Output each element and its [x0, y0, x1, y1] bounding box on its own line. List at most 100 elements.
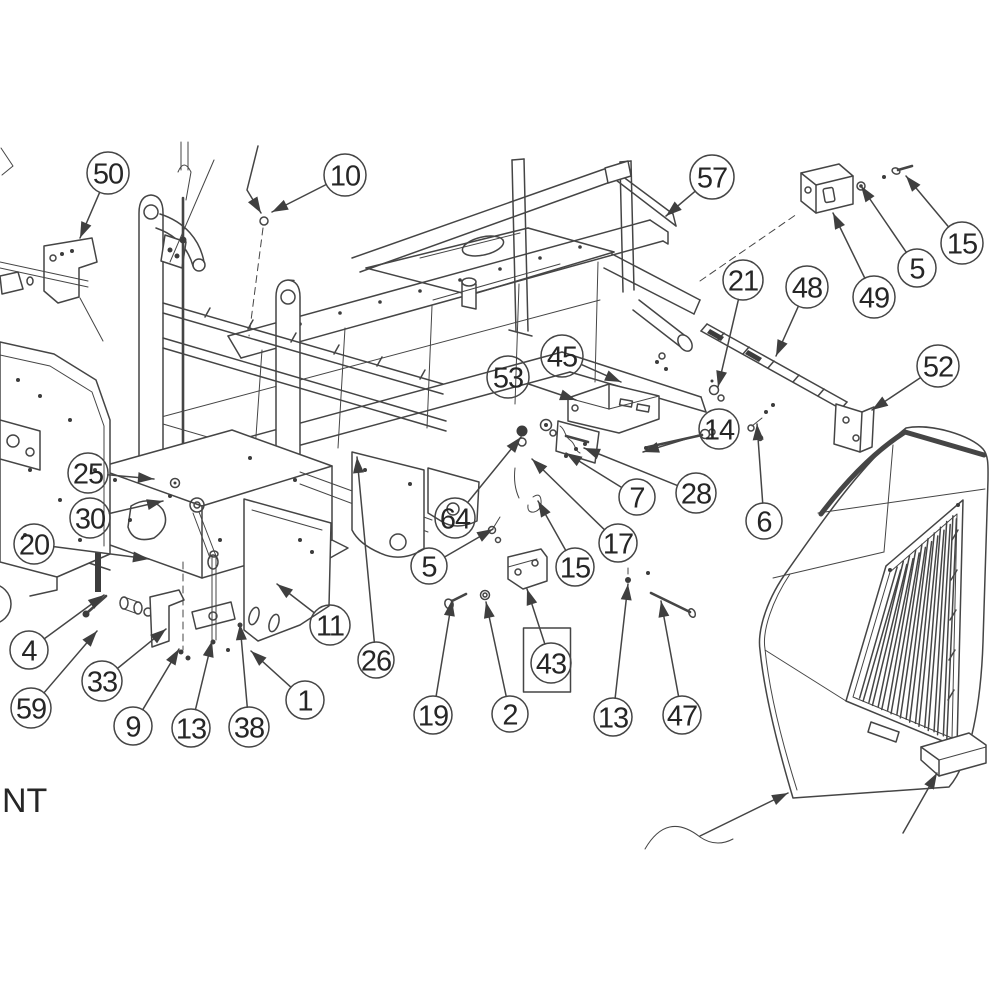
- arrowhead-10-0: [272, 199, 289, 212]
- callout-5-top: 5: [897, 248, 937, 288]
- grille-slat: [886, 549, 917, 712]
- callout-49: 49: [852, 275, 896, 319]
- callout-2: 2: [491, 695, 529, 733]
- callout-number-45: 45: [547, 341, 577, 373]
- callout-20: 20: [13, 523, 55, 565]
- grille-dot-2: [956, 503, 960, 507]
- callout-circle-50: [86, 151, 130, 195]
- callout-number-53: 53: [493, 362, 523, 394]
- callout-6: 6: [745, 502, 783, 540]
- frame-rail-cap-left: [227, 335, 242, 359]
- arrowhead-48-0: [776, 339, 788, 356]
- grille-slat: [896, 543, 923, 716]
- plate-9: [191, 601, 236, 630]
- callout-26: 26: [357, 641, 395, 679]
- callout-circle-20: [13, 523, 55, 565]
- break-line-wave: [644, 826, 734, 850]
- left-arm-hole-2: [25, 447, 35, 457]
- washer-2-inner: [482, 592, 488, 598]
- callout-circle-28: [675, 472, 717, 514]
- bracket-43-hole-2: [531, 559, 539, 567]
- deck-cylinder-cap: [461, 277, 477, 287]
- rod-50-a: [0, 261, 89, 282]
- arrowhead-59-0: [82, 631, 97, 647]
- highlight-box-43: [522, 627, 572, 693]
- frame-post-2: [619, 161, 624, 293]
- plate-26b-hole: [446, 502, 460, 516]
- leader-lines: [43, 145, 950, 837]
- callout-circle-49: [852, 275, 896, 319]
- cross-member-4: [514, 283, 520, 405]
- callout-circle-38: [228, 706, 270, 748]
- plate-26b: [427, 467, 480, 527]
- frame-post-2-tab: [604, 160, 632, 184]
- callout-number-15-mid: 15: [560, 552, 590, 584]
- bolt-6-dot-1: [764, 410, 768, 414]
- leader-hood-lower-edge-arrow: [699, 792, 789, 837]
- callout-number-52: 52: [923, 351, 953, 383]
- washer-5-top: [856, 181, 866, 191]
- arrowhead-64-0: [506, 437, 521, 453]
- arrowhead-57-0: [666, 201, 682, 216]
- arrowhead-25-0: [137, 472, 154, 484]
- bracket-11-slot-1: [248, 606, 260, 626]
- bar-48-dark-patch-1: [707, 329, 724, 341]
- callout-circle-5-mid: [410, 547, 448, 585]
- callout-number-6: 6: [756, 506, 771, 538]
- callout-circle-19: [413, 695, 453, 735]
- bolt-19-shaft: [450, 592, 468, 603]
- frame-arm-right-cap: [693, 299, 701, 315]
- channel-slot-1: [618, 398, 634, 408]
- pin-13-right: [625, 577, 631, 583]
- shield-inner-line: [0, 354, 105, 547]
- bracket-50-hole: [49, 254, 57, 262]
- arrowhead-15-top-0: [906, 176, 921, 192]
- frame-post-1-base: [508, 329, 533, 337]
- plate-52-flange: [859, 406, 875, 453]
- callout-45: 45: [540, 334, 584, 378]
- bolt-4-head: [82, 610, 90, 618]
- frame-mid-rail: [149, 299, 601, 421]
- callout-circle-2: [491, 695, 529, 733]
- shield-outline: [0, 341, 111, 578]
- frame-rail-front-bottom: [240, 240, 664, 359]
- callout-15-top: 15: [940, 221, 984, 265]
- frame-arm-eye: [677, 334, 693, 352]
- hood-crease-1: [817, 488, 986, 514]
- grille-slat-edge: [946, 518, 958, 740]
- callout-number-1: 1: [297, 685, 312, 717]
- crossbar-hatching: [204, 307, 426, 380]
- hinge-cluster: [539, 418, 600, 464]
- frame-rail-rear-2: [359, 179, 617, 273]
- grille-slat-edge: [881, 558, 914, 711]
- left-small-parts: [0, 147, 219, 623]
- bottom-left-hardware: [82, 550, 243, 661]
- callout-number-33: 33: [87, 666, 117, 698]
- callout-number-48: 48: [792, 272, 822, 304]
- grille-slat-edge: [871, 563, 908, 707]
- pivot-30-outer: [189, 497, 205, 513]
- plate-52-hole-1: [842, 416, 850, 424]
- bolt-14-dot: [644, 446, 648, 450]
- grille-slat-edge: [862, 569, 902, 702]
- frame-arm-lower-1: [638, 299, 689, 339]
- arrowhead-53-0: [559, 389, 576, 401]
- arrowhead-7-0: [566, 453, 583, 467]
- grille-slat: [877, 555, 911, 708]
- deck-inner-line-2: [432, 263, 561, 301]
- arrowhead-hood-step-arrow: [924, 773, 937, 790]
- callout-50: 50: [86, 151, 130, 195]
- hinge-dot-1: [564, 454, 568, 458]
- arrowhead-13-right-0: [620, 584, 632, 601]
- callout-circle-15-top: [940, 221, 984, 265]
- channel-bracket-fold: [567, 395, 660, 410]
- callout-circle-30: [69, 497, 111, 539]
- callout-5-mid: 5: [410, 547, 448, 585]
- arrowhead-38-0: [235, 624, 247, 641]
- mid-brackets: [243, 451, 480, 642]
- hood-top-band-1: [902, 429, 987, 458]
- pivot-arm-eye: [192, 258, 206, 272]
- grille-slat: [858, 566, 898, 699]
- arrowhead-30-0: [146, 499, 163, 510]
